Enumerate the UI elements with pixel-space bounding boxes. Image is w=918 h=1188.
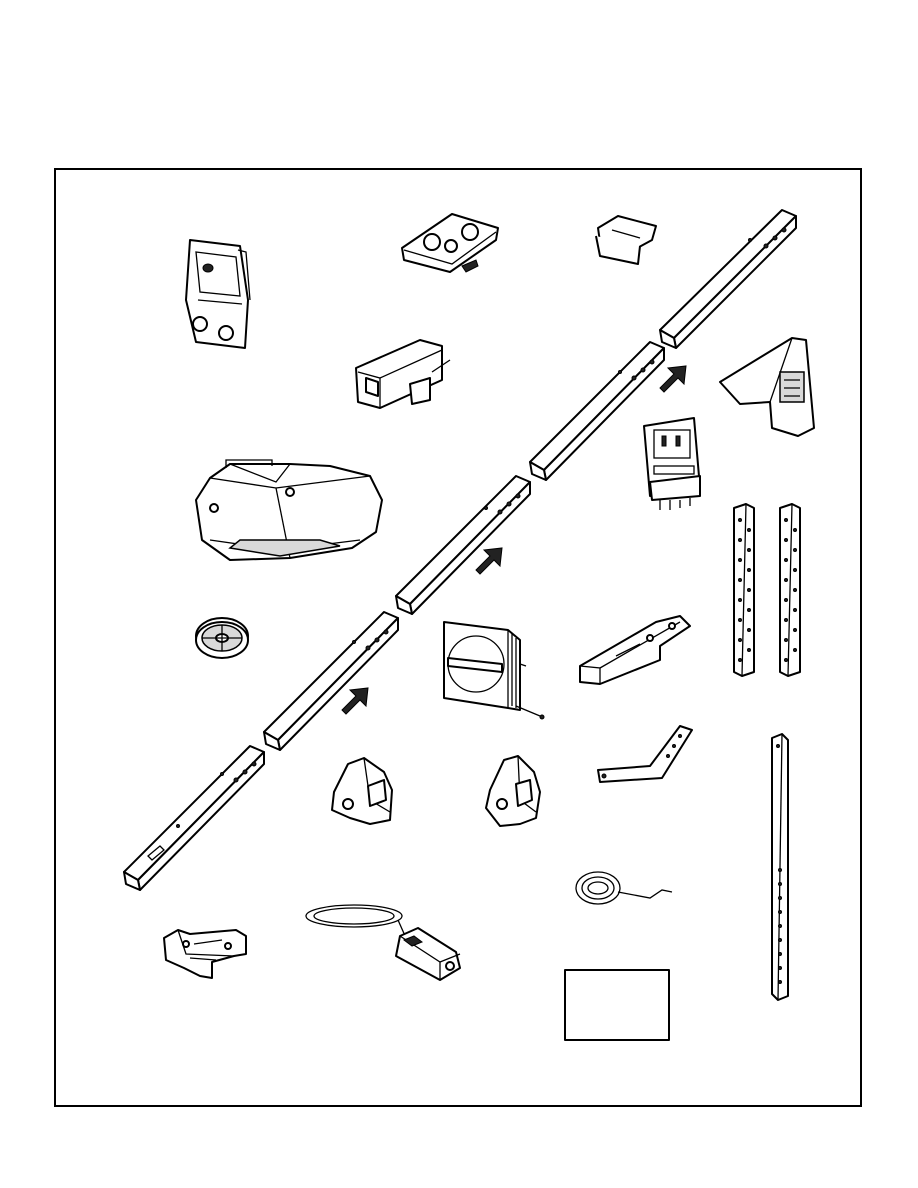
bell-wire	[576, 872, 672, 904]
trolley	[356, 340, 450, 408]
light-lens	[444, 622, 544, 719]
hanging-bracket-left	[734, 504, 754, 676]
door-bracket	[580, 616, 690, 684]
hanging-bracket-right	[780, 504, 800, 676]
sensor-bracket-right	[486, 756, 540, 826]
power-adapter	[644, 418, 700, 510]
rail-section-top	[660, 210, 796, 348]
sensor-bracket-left	[332, 758, 392, 824]
keyless-entry	[720, 338, 814, 436]
safety-sensor	[306, 905, 460, 980]
pulley	[196, 618, 248, 658]
rail-section-4	[264, 612, 398, 750]
rail-section-3	[396, 476, 530, 614]
remote-control	[402, 214, 498, 272]
motor-unit	[196, 460, 382, 560]
hardware-bag	[565, 970, 669, 1040]
door-control-panel	[186, 240, 250, 348]
curved-door-arm	[598, 726, 692, 782]
header-bracket	[164, 930, 246, 978]
rail-section-end	[124, 746, 264, 890]
visor-clip	[596, 216, 656, 264]
straight-door-arm	[772, 734, 788, 1000]
